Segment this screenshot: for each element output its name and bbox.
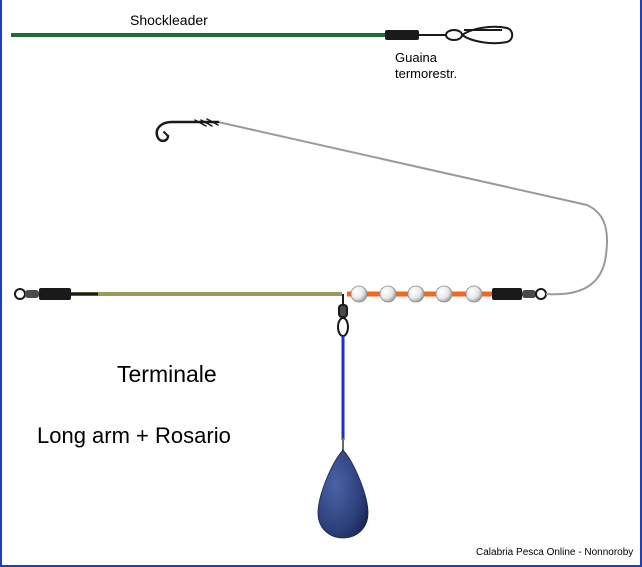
sleeve-label-line-1: Guaina [395, 50, 437, 65]
shockleader-label: Shockleader [130, 12, 208, 28]
bead-icon [465, 285, 483, 303]
swivel-icon [492, 288, 547, 300]
bead-icon [435, 285, 453, 303]
swivel-icon [337, 294, 349, 337]
diagram-subtitle: Long arm + Rosario [37, 423, 231, 448]
credit-text: Calabria Pesca Online - Nonnoroby [476, 547, 634, 558]
swivel-icon [14, 288, 98, 300]
hook-icon [155, 118, 220, 143]
snap-swivel-icon [445, 25, 514, 45]
bead-icon [379, 285, 397, 303]
sinker-icon [317, 449, 369, 539]
sleeve-label-line-2: termorestr. [395, 66, 458, 81]
diagram-title: Terminale [117, 361, 217, 387]
hook-link [217, 121, 608, 296]
shrink-sleeve [385, 30, 419, 40]
bead-icon [407, 285, 425, 303]
bead-icon [350, 285, 368, 303]
bead-string [350, 285, 483, 303]
sleeve-label: Guaina termorestr. [395, 50, 457, 82]
